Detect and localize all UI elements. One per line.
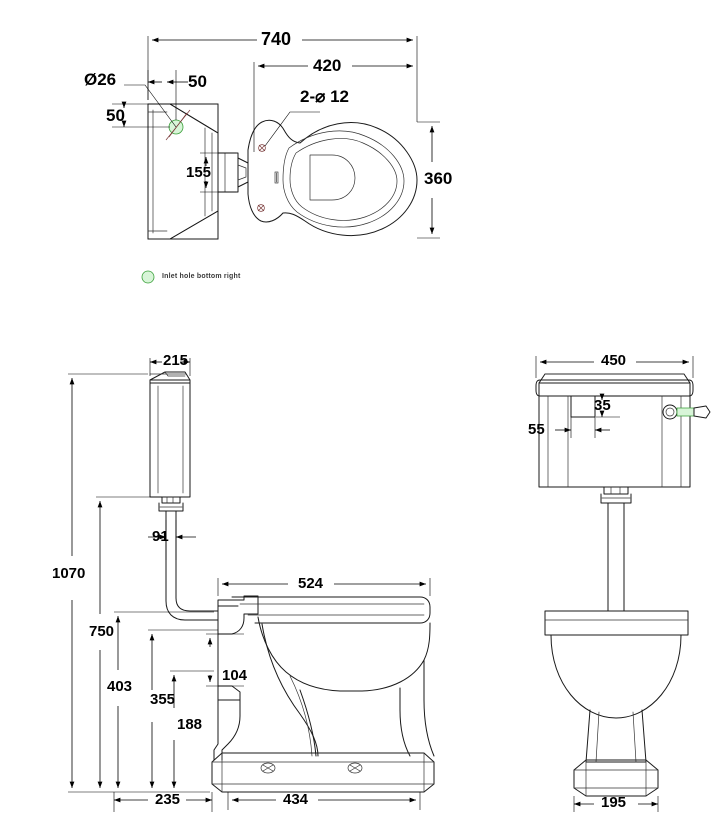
dimension-text-50-horizontal: 50 [188,72,207,91]
dimension-text-104: 104 [222,667,248,684]
dimension-text-434: 434 [283,791,309,808]
dimension-text-2-diameter-12: 2-⌀ 12 [300,87,349,106]
dimension-text-750: 750 [89,623,115,640]
dimension-text-diameter-26: Ø26 [84,70,117,89]
dimension-text-740: 740 [261,29,292,49]
top-view-geometry [112,36,440,284]
dimension-text-360: 360 [424,169,453,188]
dimension-text-450: 450 [601,352,627,369]
dimension-text-355: 355 [150,691,176,708]
dimension-text-420: 420 [313,56,342,75]
dimension-text-195: 195 [601,794,627,811]
dimension-text-50-vertical: 50 [106,106,125,125]
dimension-text-55: 55 [528,421,545,438]
dimension-text-35: 35 [594,397,611,414]
dimension-text-155: 155 [186,164,212,181]
dimension-text-524: 524 [298,575,324,592]
side-view-geometry [68,358,435,812]
dimension-text-215: 215 [163,352,189,369]
dimension-text-188: 188 [177,716,203,733]
dimension-text-235: 235 [155,791,181,808]
dimension-text-1070: 1070 [52,565,86,582]
inlet-hole-note: Inlet hole bottom right [162,273,241,280]
dimension-text-91: 91 [152,528,169,545]
dimension-text-403: 403 [107,678,133,695]
front-view-geometry [535,356,711,812]
